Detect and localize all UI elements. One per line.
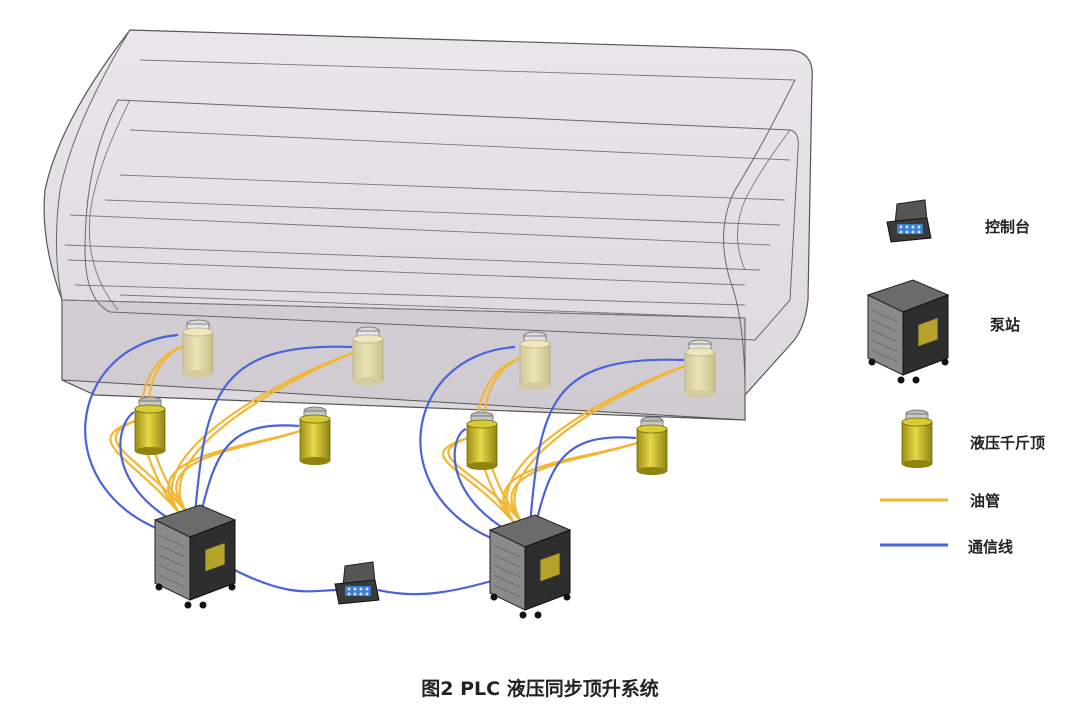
hydraulic-jack bbox=[519, 331, 551, 390]
signal-line bbox=[377, 578, 496, 596]
legend bbox=[866, 199, 950, 547]
oil-pipe bbox=[442, 435, 518, 527]
oil-pipe bbox=[510, 440, 642, 527]
hydraulic-jack bbox=[299, 406, 331, 465]
signal-line bbox=[119, 411, 181, 526]
signal-line bbox=[528, 358, 685, 526]
legend-label-console: 控制台 bbox=[985, 218, 1031, 236]
hydraulic-jack bbox=[182, 319, 214, 378]
legend-pump-station-icon bbox=[866, 279, 950, 384]
legend-jack-icon bbox=[901, 409, 933, 468]
signal-line bbox=[224, 564, 341, 593]
legend-label-hydraulic-jack: 液压千斤顶 bbox=[970, 434, 1046, 452]
jack-group bbox=[134, 319, 716, 475]
legend-label-pump-station: 泵站 bbox=[990, 316, 1021, 334]
tunnel-structure bbox=[43, 29, 813, 421]
legend-label-oil-pipe: 油管 bbox=[970, 492, 1001, 510]
signal-line bbox=[419, 345, 516, 547]
oil-pipe bbox=[175, 428, 305, 517]
signal-line bbox=[532, 436, 637, 532]
pump-station bbox=[488, 514, 572, 619]
tunnel-lines bbox=[61, 59, 796, 319]
signal-line bbox=[197, 424, 300, 522]
pump-station bbox=[866, 279, 950, 384]
console-unit bbox=[334, 561, 380, 605]
hydraulic-jack bbox=[901, 409, 933, 468]
signal-line bbox=[193, 345, 353, 516]
hydraulic-jack bbox=[466, 411, 498, 470]
oil-pipe bbox=[167, 428, 305, 517]
oil-pipe bbox=[502, 440, 642, 527]
pump-station-group bbox=[153, 504, 572, 619]
hydraulic-jack bbox=[636, 416, 668, 475]
pump-station bbox=[153, 504, 237, 609]
figure-caption: 图2 PLC 液压同步顶升系统 bbox=[421, 678, 659, 700]
legend-console-icon bbox=[886, 199, 932, 243]
hydraulic-jack bbox=[134, 396, 166, 455]
oil-pipe bbox=[513, 363, 690, 527]
oil-pipe bbox=[178, 350, 358, 517]
oil-pipe bbox=[109, 418, 183, 517]
signal-line bbox=[84, 333, 179, 537]
hydraulic-jack bbox=[352, 326, 384, 385]
signal-line bbox=[453, 427, 516, 536]
hydraulic-jack bbox=[684, 339, 716, 398]
legend-label-signal-line: 通信线 bbox=[968, 538, 1014, 556]
